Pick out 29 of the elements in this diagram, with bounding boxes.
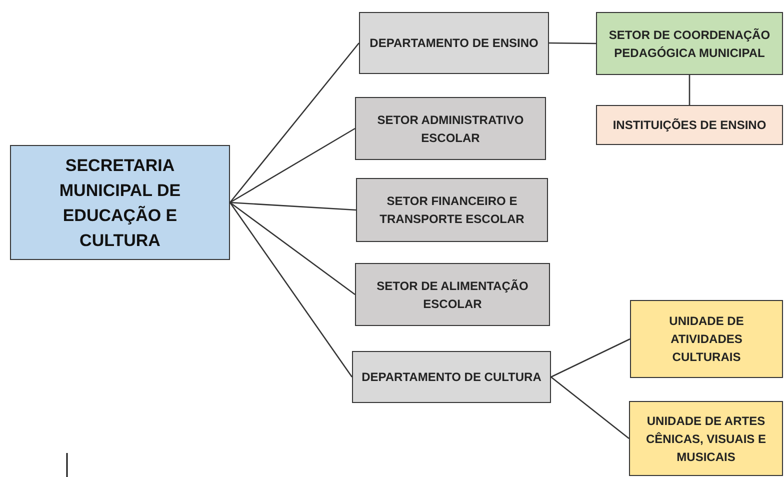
box-text: UNIDADE DE ARTES CÊNICAS, VISUAIS E MUSICAIS	[644, 412, 768, 466]
box-text: DEPARTAMENTO DE CULTURA	[360, 369, 542, 386]
connector-line	[230, 202, 356, 211]
org-box	[355, 263, 550, 326]
connector-line	[230, 42, 360, 203]
box-text: SETOR DE ALIMENTAÇÃO ESCOLAR	[376, 278, 530, 312]
connector-line	[229, 202, 353, 378]
org-box	[596, 105, 783, 145]
connector-line	[550, 338, 630, 378]
org-box	[359, 12, 549, 74]
connector-line	[549, 42, 596, 44]
connector-line	[688, 75, 690, 105]
org-box	[596, 12, 783, 75]
box-text: UNIDADE DE ATIVIDADES CULTURAIS	[668, 313, 745, 366]
connector-line	[550, 376, 630, 440]
org-box	[10, 145, 230, 260]
box-text: SETOR DE COORDENAÇÃO PEDAGÓGICA MUNICIPAL	[608, 26, 772, 62]
connector-line	[230, 202, 356, 296]
box-text: DEPARTAMENTO DE ENSINO	[368, 35, 540, 52]
box-text: SETOR FINANCEIRO E TRANSPORTE ESCOLAR	[378, 193, 526, 228]
org-box	[629, 401, 783, 476]
org-box	[356, 178, 548, 242]
box-text: SECRETARIA MUNICIPAL DE EDUCAÇÃO E CULTURA	[58, 154, 182, 252]
box-text: INSTITUIÇÕES DE ENSINO	[612, 117, 768, 134]
connector-line	[230, 128, 356, 204]
org-box	[355, 97, 546, 160]
box-text: SETOR ADMINISTRATIVO ESCOLAR	[376, 112, 525, 146]
org-box	[352, 351, 551, 403]
org-box	[630, 300, 783, 378]
